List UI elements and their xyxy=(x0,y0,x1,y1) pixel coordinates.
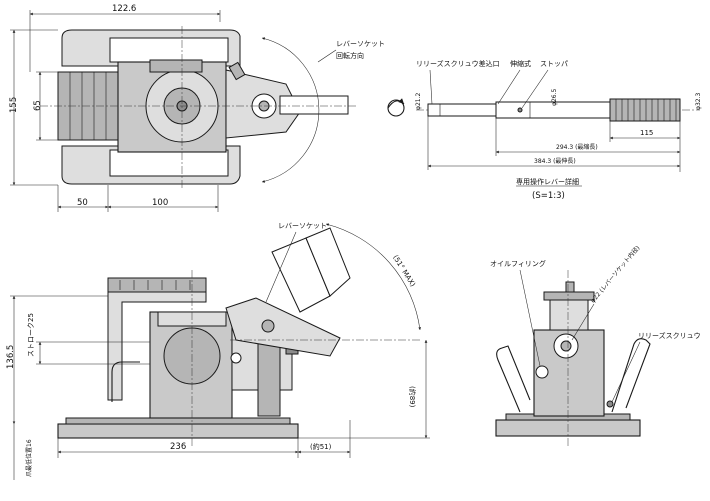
dim-stroke: ストローク25 xyxy=(27,313,35,357)
side-base xyxy=(57,423,299,439)
claw-top xyxy=(107,277,207,293)
top-cap xyxy=(149,59,203,73)
dim-top-inner-height: 65 xyxy=(33,100,43,111)
front-handle-right xyxy=(611,338,651,413)
label-telescopic: 伸縮式 xyxy=(510,59,531,68)
rotation-arc xyxy=(261,37,320,183)
front-claw-top xyxy=(543,291,595,301)
label-socket-rotation-2: 回転方向 xyxy=(336,51,364,60)
stopper-pin xyxy=(517,107,523,113)
dim-claw-height: 爪最低位置16 xyxy=(25,439,33,477)
label-socket-rotation-1: レバーソケット xyxy=(336,40,385,48)
side-oil-plug xyxy=(230,352,242,364)
dim-dia-26: φ26.5 xyxy=(551,89,558,107)
handle-slot-upper xyxy=(109,37,229,63)
side-view: (51° MAX) レバーソケット 136.5 ストローク25 爪最低位置16 … xyxy=(6,222,430,480)
side-hook xyxy=(111,361,140,402)
dim-dia-32: φ32.3 xyxy=(695,93,702,111)
lever-tip xyxy=(427,103,497,117)
dim-384: 384.3 (最伸長) xyxy=(534,157,576,165)
lever-scale: (S=1:3) xyxy=(532,191,565,201)
top-view: 122.6 155 65 50 100 xyxy=(9,4,405,212)
front-oil-filling xyxy=(535,365,549,379)
side-lever-socket xyxy=(225,297,341,357)
label-oil-filling: オイルフィリング xyxy=(490,259,546,268)
lever-grip xyxy=(609,98,681,122)
dim-top-width: 122.6 xyxy=(112,4,136,14)
dim-top-height: 155 xyxy=(9,97,19,113)
oil-plug-top xyxy=(228,61,246,81)
front-socket-center xyxy=(560,340,572,352)
socket-pivot xyxy=(261,319,275,333)
front-view: オイルフィリング φ22 (レバーソケット内径) リリーズスクリュウ xyxy=(490,244,701,446)
grip-ridges xyxy=(615,99,677,121)
lever-stub-top xyxy=(279,95,349,115)
dim-dia-21: φ21.2 xyxy=(415,93,422,111)
dim-115: 115 xyxy=(640,129,653,137)
dim-side-height: 136.5 xyxy=(6,345,16,369)
front-ram xyxy=(549,297,589,331)
dim-bottom-left: 50 xyxy=(77,198,88,208)
dim-side-extra: (約51) xyxy=(310,442,332,451)
label-release-screw: リリーズスクリュウ差込口 xyxy=(416,59,500,68)
label-socket-inner: φ22 (レバーソケット内径) xyxy=(589,244,642,304)
side-base-top xyxy=(65,417,291,425)
front-handle-left xyxy=(496,345,531,413)
handle-slot-lower xyxy=(109,149,229,177)
label-stopper: ストッパ xyxy=(540,60,568,68)
label-front-release: リリーズスクリュウ xyxy=(638,331,701,340)
dim-side-height-right: (約89) xyxy=(408,386,417,408)
pump-cylinder xyxy=(257,337,281,417)
angle-arc xyxy=(325,223,422,331)
label-side-socket: レバーソケット xyxy=(278,222,327,230)
lever-caption: 専用操作レバー詳細 xyxy=(516,177,579,186)
front-release-screw xyxy=(606,400,614,408)
front-claw-tip xyxy=(565,281,575,293)
dim-bottom-right: 100 xyxy=(152,198,168,208)
lever-detail: リリーズスクリュウ差込口 伸縮式 ストッパ φ21.2 φ26.5 φ32.3 … xyxy=(415,59,702,201)
dim-side-width: 236 xyxy=(170,442,186,452)
dim-294: 294.3 (最縮長) xyxy=(556,143,598,151)
